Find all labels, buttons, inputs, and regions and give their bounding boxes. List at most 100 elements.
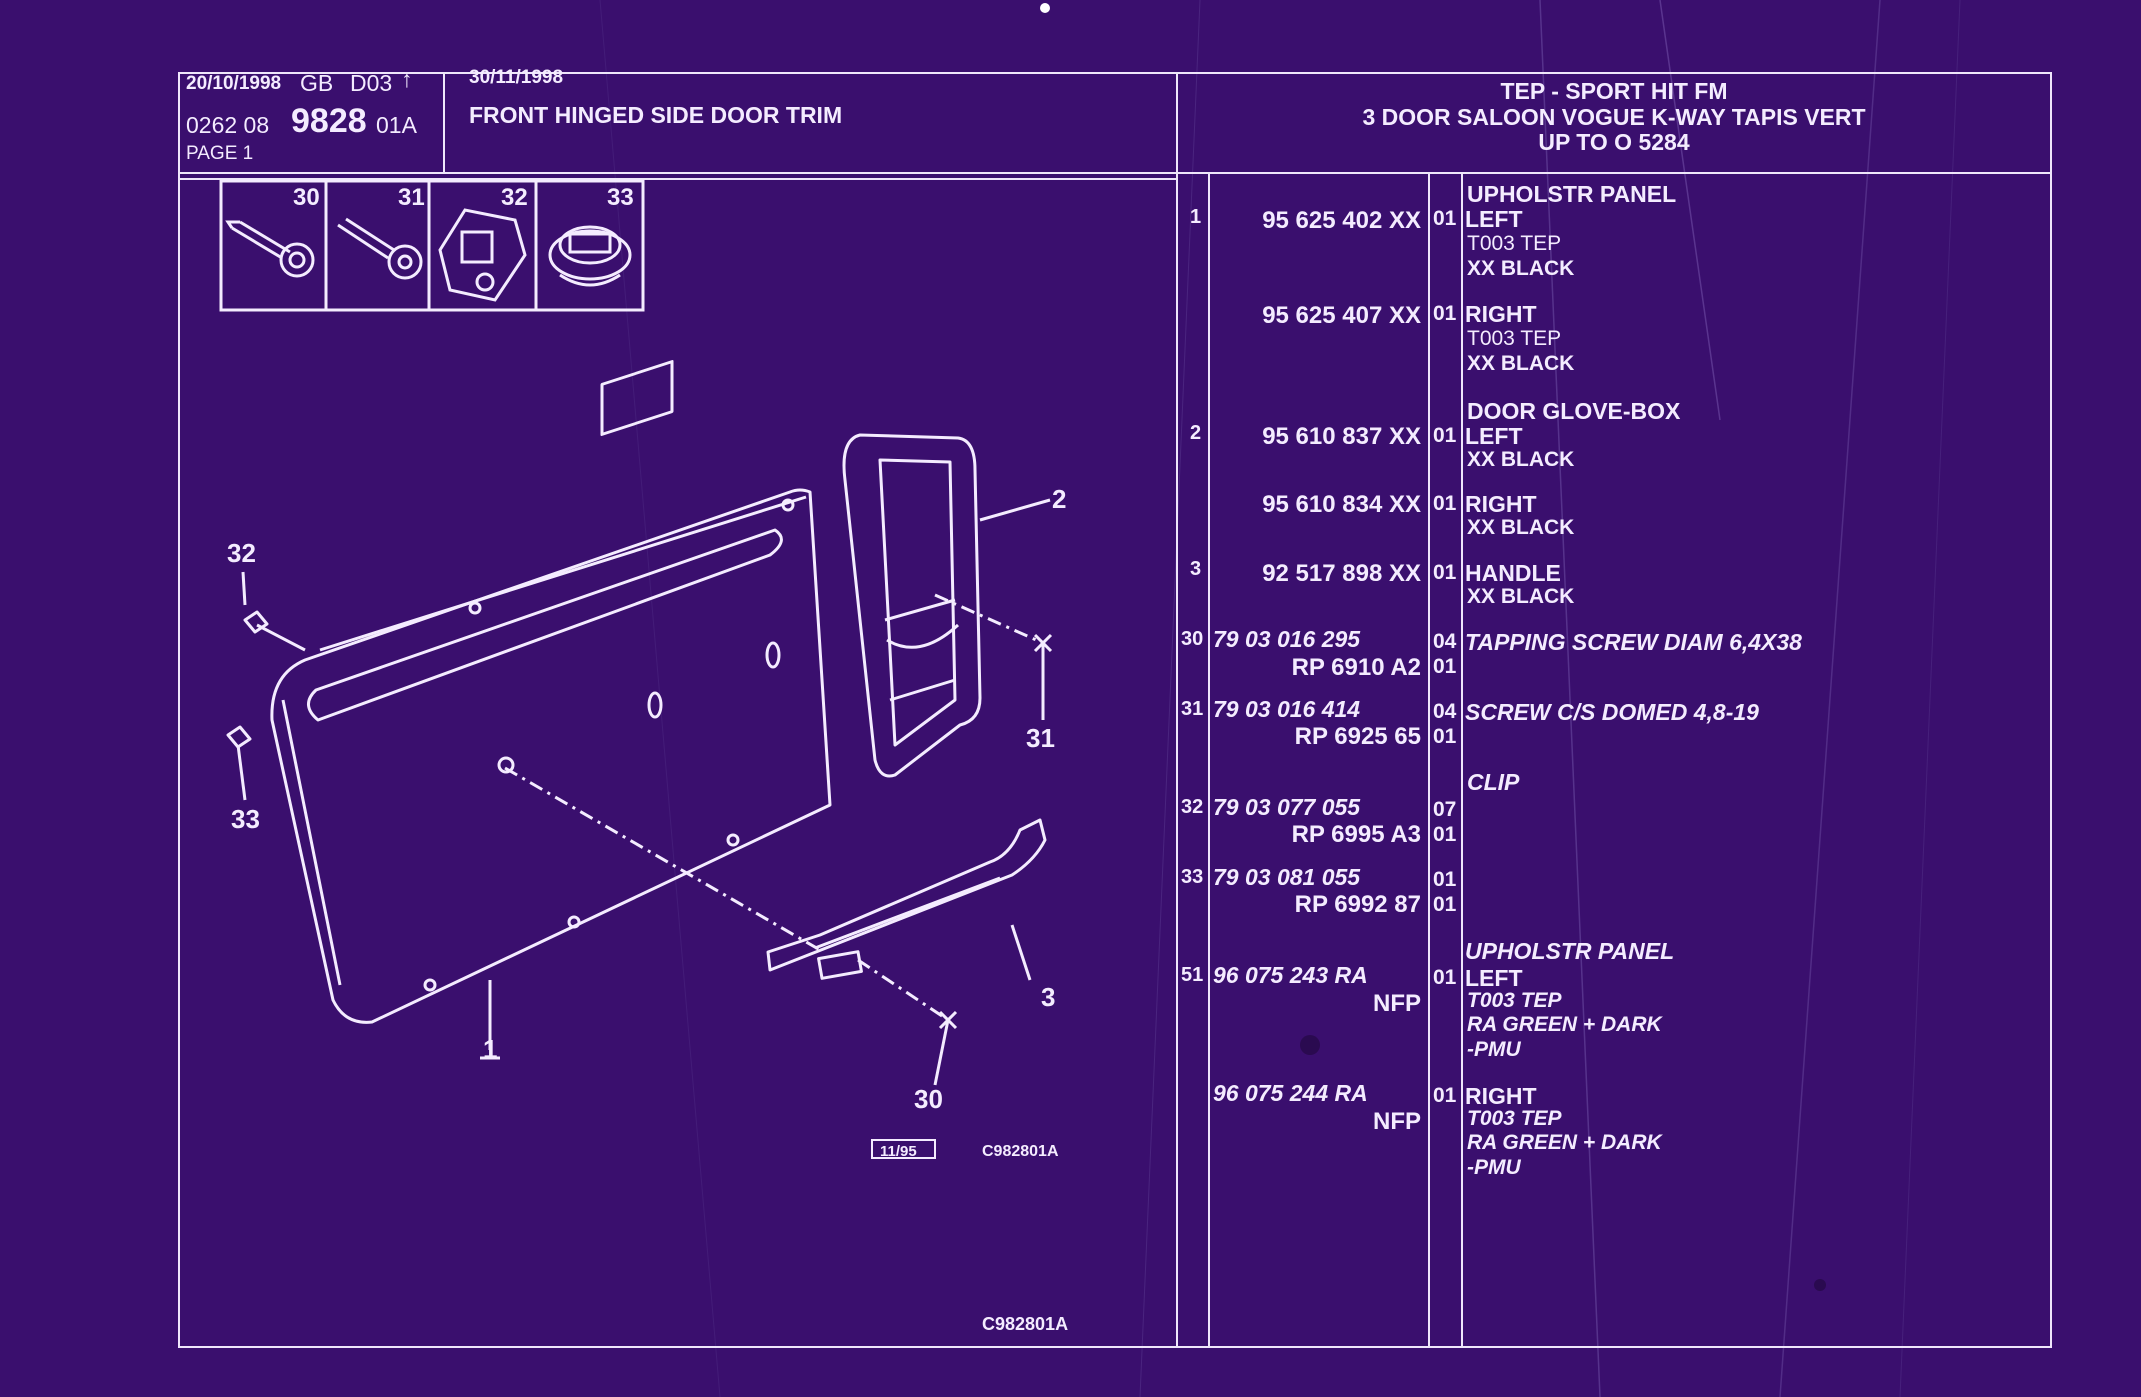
quantity: 01 — [1433, 655, 1457, 678]
glove-box-outline — [842, 433, 982, 778]
description-detail: RA GREEN + DARK — [1467, 1131, 1662, 1154]
part-number: 96 075 244 RA — [1213, 1080, 1368, 1106]
quantity: 04 — [1433, 700, 1457, 723]
col-line-ref — [1208, 172, 1210, 1348]
callout-33: 33 — [231, 804, 260, 834]
up-arrow-icon: ↑ — [401, 66, 413, 92]
exploded-diagram: 30 31 32 33 — [219, 179, 1068, 1334]
quantity: 01 — [1433, 1084, 1457, 1107]
language-code: GB — [300, 70, 334, 96]
item-ref: 2 — [1190, 422, 1202, 444]
part-number: 95 610 837 XX — [1262, 423, 1421, 450]
quantity: 01 — [1433, 207, 1457, 230]
replacement-part: RP 6910 A2 — [1291, 654, 1421, 681]
fastener-thumbnails — [219, 179, 645, 312]
description: LEFT — [1465, 965, 1523, 991]
part-number: 95 610 834 XX — [1262, 491, 1421, 518]
quantity: 01 — [1433, 561, 1457, 584]
page-number: PAGE 1 — [186, 143, 254, 164]
description: HANDLE — [1465, 560, 1561, 586]
description-detail: T003 TEP — [1467, 989, 1562, 1012]
callout-32: 32 — [227, 538, 256, 568]
description-detail: -PMU — [1467, 1038, 1521, 1061]
replacement-part: RP 6995 A3 — [1291, 821, 1421, 848]
description-heading: DOOR GLOVE-BOX — [1467, 398, 1681, 424]
part-number: 95 625 407 XX — [1262, 302, 1421, 329]
col-line-pn — [1428, 172, 1430, 1348]
edition-label: 11/95 — [880, 1143, 917, 1160]
page-title: FRONT HINGED SIDE DOOR TRIM — [469, 102, 843, 128]
thumb-label-33: 33 — [607, 184, 634, 211]
description: RIGHT — [1465, 491, 1537, 517]
revision-date: 30/11/1998 — [469, 67, 564, 88]
not-for-production-flag: NFP — [1373, 990, 1421, 1017]
part-number: 79 03 077 055 — [1213, 794, 1361, 820]
model-line-3: UP TO O 5284 — [1538, 129, 1690, 155]
description-detail: RA GREEN + DARK — [1467, 1013, 1662, 1036]
replacement-part: RP 6992 87 — [1294, 891, 1421, 918]
part-number: 95 625 402 XX — [1262, 207, 1421, 234]
description-heading: CLIP — [1467, 769, 1520, 795]
description: SCREW C/S DOMED 4,8-19 — [1465, 699, 1759, 725]
quantity: 01 — [1433, 302, 1457, 325]
sheet-frame — [178, 72, 2052, 1348]
part-number: 96 075 243 RA — [1213, 962, 1368, 988]
quantity: 01 — [1433, 492, 1457, 515]
nut-33-icon — [548, 225, 632, 287]
left-header-underline — [180, 178, 1176, 180]
callout-30: 30 — [914, 1084, 943, 1114]
header-bottom-rule — [180, 172, 2050, 174]
door-handle-outline — [766, 818, 1047, 972]
description-detail: T003 TEP — [1467, 1107, 1562, 1130]
item-ref: 33 — [1181, 866, 1204, 888]
col-line-qty — [1461, 172, 1463, 1348]
description-detail: XX BLACK — [1467, 516, 1575, 539]
description: TAPPING SCREW DIAM 6,4X38 — [1465, 629, 1802, 655]
callout-3: 3 — [1041, 982, 1055, 1012]
item-ref: 32 — [1181, 796, 1204, 818]
quantity: 01 — [1433, 893, 1457, 916]
part-number: 79 03 016 414 — [1213, 696, 1361, 722]
description-detail: XX BLACK — [1467, 585, 1575, 608]
not-for-production-flag: NFP — [1373, 1108, 1421, 1135]
description-heading: UPHOLSTR PANEL — [1465, 938, 1675, 964]
description-detail: XX BLACK — [1467, 257, 1575, 280]
description-detail: XX BLACK — [1467, 352, 1575, 375]
callout-1: 1 — [483, 1034, 497, 1064]
document-code: D03 — [350, 70, 393, 96]
edition-box — [871, 1139, 936, 1159]
header-divider-1 — [443, 72, 445, 173]
description-heading: UPHOLSTR PANEL — [1467, 181, 1677, 207]
description: LEFT — [1465, 206, 1523, 232]
part-number: 79 03 016 295 — [1213, 626, 1361, 652]
footer-drawing-reference: C982801A — [982, 1314, 1068, 1334]
item-ref: 1 — [1190, 206, 1202, 228]
part-number: 92 517 898 XX — [1262, 560, 1421, 587]
quantity: 07 — [1433, 798, 1457, 821]
item-ref: 30 — [1181, 628, 1204, 650]
drawing-reference: C982801A — [982, 1143, 1059, 1160]
center-divider — [1176, 72, 1178, 1348]
description-detail: T003 TEP — [1467, 327, 1562, 350]
clip-32-icon — [438, 208, 527, 302]
ref-prefix: 0262 08 — [186, 112, 270, 138]
quantity: 04 — [1433, 630, 1457, 653]
quantity: 01 — [1433, 725, 1457, 748]
item-ref: 3 — [1190, 558, 1202, 580]
upholstery-panel-outline — [270, 488, 832, 1024]
item-ref: 31 — [1181, 698, 1204, 720]
thumb-label-31: 31 — [398, 184, 425, 211]
description-detail: XX BLACK — [1467, 448, 1575, 471]
thumb-label-32: 32 — [501, 184, 528, 211]
thumb-label-30: 30 — [293, 184, 320, 211]
description: LEFT — [1465, 423, 1523, 449]
issue-date: 20/10/1998 — [186, 73, 282, 94]
quantity: 01 — [1433, 966, 1457, 989]
quantity: 01 — [1433, 823, 1457, 846]
item-ref: 51 — [1181, 964, 1204, 986]
model-line-2: 3 DOOR SALOON VOGUE K-WAY TAPIS VERT — [1362, 104, 1866, 130]
description: RIGHT — [1465, 1083, 1537, 1109]
replacement-part: RP 6925 65 — [1294, 723, 1421, 750]
callout-31: 31 — [1026, 723, 1055, 753]
description: RIGHT — [1465, 301, 1537, 327]
